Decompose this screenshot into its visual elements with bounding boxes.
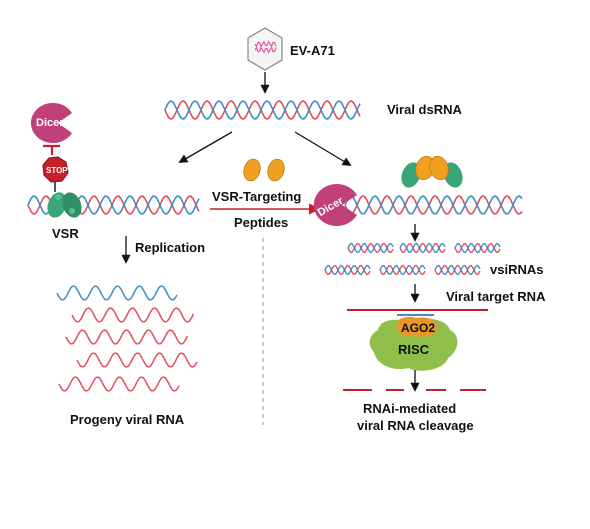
progeny-label: Progeny viral RNA — [70, 412, 185, 427]
vsr-peptide-complex-icon — [401, 155, 463, 188]
progeny-rna-strands — [56, 285, 198, 392]
target-rna-label: Viral target RNA — [446, 289, 546, 304]
vsirna-fragments — [324, 242, 501, 276]
peptide-pair-icon — [243, 158, 285, 182]
dicer-right-icon: Dicer — [313, 184, 357, 226]
dicer-left-icon: Dicer — [30, 102, 72, 143]
replication-label: Replication — [135, 240, 205, 255]
virus-icon — [247, 27, 283, 71]
risc-label: RISC — [398, 342, 430, 357]
vsr-protein-icon — [47, 192, 82, 218]
vsirna-label: vsiRNAs — [490, 262, 543, 277]
ago2-label: AGO2 — [401, 321, 435, 335]
peptide-label-line1: VSR-Targeting — [212, 189, 301, 204]
peptide-label-line2: Peptides — [234, 215, 288, 230]
arrow-to-right-branch — [294, 131, 352, 166]
dsrna-right-helix — [344, 195, 523, 215]
dsrna-top-helix — [164, 100, 361, 120]
arrow-to-left-branch — [178, 131, 233, 163]
cleavage-label-line1: RNAi-mediated — [363, 401, 456, 416]
risc-complex-icon — [369, 316, 458, 371]
inhibition-bar-icon — [43, 144, 60, 155]
dicer-left-label: Dicer — [36, 117, 64, 129]
cleavage-label-line2: viral RNA cleavage — [357, 418, 474, 433]
dsrna-label: Viral dsRNA — [387, 102, 463, 117]
stop-label: STOP — [46, 166, 68, 175]
vsr-label: VSR — [52, 226, 79, 241]
stop-sign-icon: STOP — [42, 156, 69, 192]
virus-label: EV-A71 — [290, 43, 335, 58]
